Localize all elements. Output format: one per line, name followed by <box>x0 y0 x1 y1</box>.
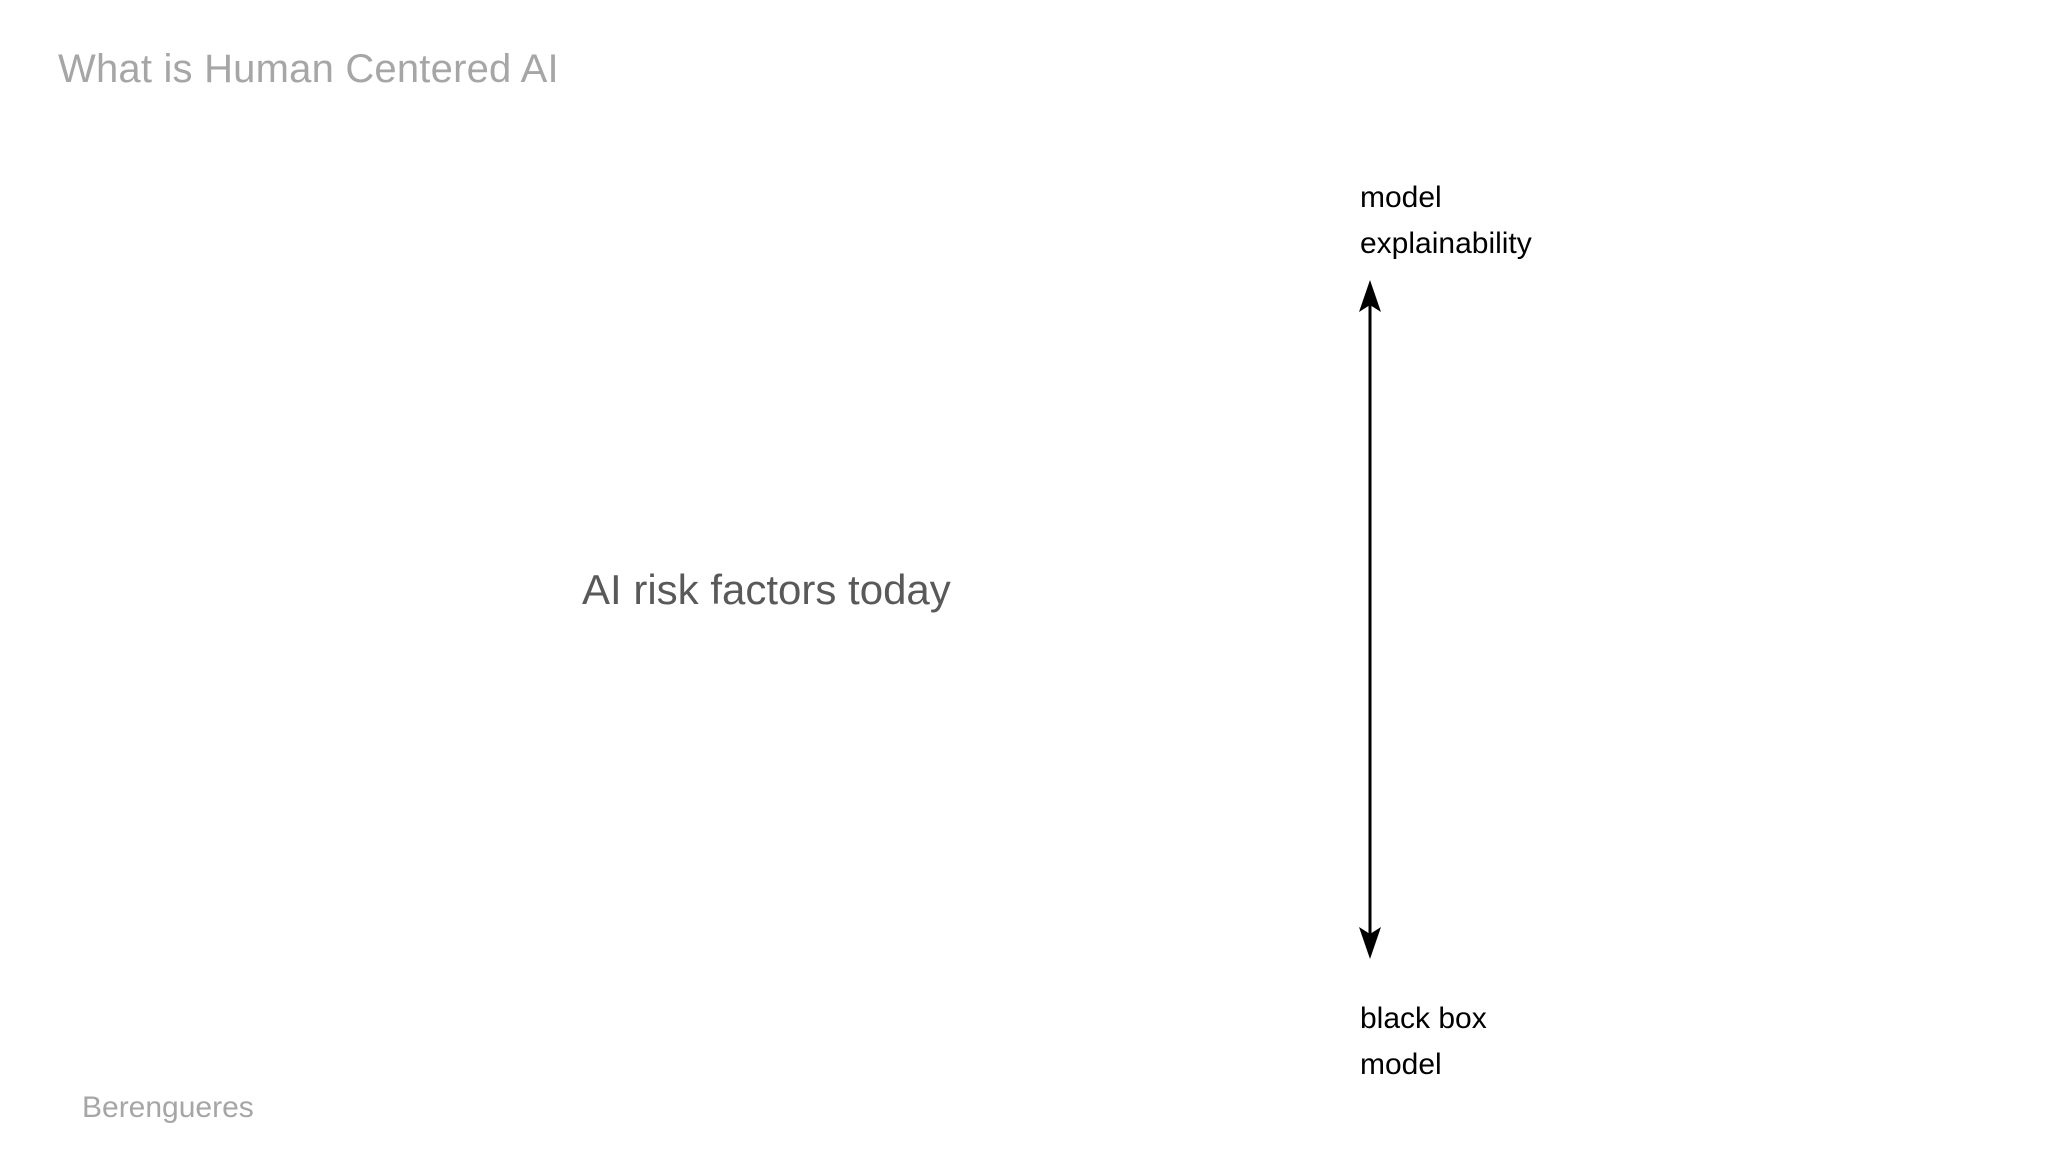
arrow-head-down <box>1359 927 1381 959</box>
explainability-axis-group: model explainability black box model <box>1280 150 1700 1110</box>
double-headed-arrow-icon <box>1359 280 1381 959</box>
footer-credit: Berengueres <box>82 1091 254 1124</box>
page-title: What is Human Centered AI <box>58 47 559 91</box>
axis-label-bottom-line2: model <box>1360 1048 1442 1081</box>
headline-text: AI risk factors today <box>582 566 951 613</box>
axis-label-top-line2: explainability <box>1360 227 1532 260</box>
arrow-head-up <box>1359 280 1381 312</box>
axis-label-bottom-line1: black box <box>1360 1002 1487 1035</box>
axis-label-bottom: black box model <box>1360 996 1487 1088</box>
axis-label-top: model explainability <box>1360 175 1532 267</box>
axis-label-top-line1: model <box>1360 181 1442 214</box>
